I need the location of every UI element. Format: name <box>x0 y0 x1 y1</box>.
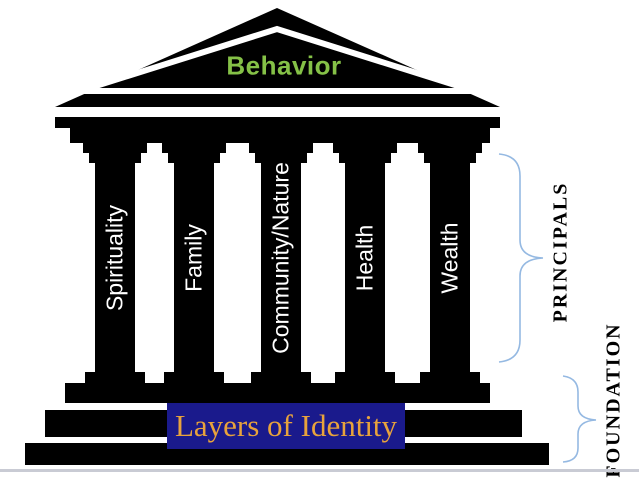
pediment-outer-triangle <box>55 8 500 107</box>
pillar-capital <box>424 152 476 163</box>
pillar-capital <box>418 143 482 153</box>
pillar-capital <box>168 152 220 163</box>
pillar-capital <box>83 143 147 153</box>
pillar-shaft <box>345 162 385 372</box>
pediment-roof <box>55 8 500 107</box>
pillar-capital <box>249 143 313 153</box>
pillar-base <box>164 372 224 383</box>
layers-of-identity-box: Layers of Identity <box>167 403 405 449</box>
stylobate-step <box>65 383 490 403</box>
pillar-capital <box>89 152 141 163</box>
pillar-capital <box>162 143 226 153</box>
layers-of-identity-label: Layers of Identity <box>174 408 398 443</box>
bottom-step <box>25 443 549 465</box>
pillar-shaft <box>95 162 135 372</box>
frieze-bar <box>70 128 490 143</box>
pillar-capital <box>333 143 397 153</box>
bottom-divider-line <box>0 469 639 472</box>
pillar-base <box>420 372 480 383</box>
principals-brace <box>498 153 544 363</box>
pillar-capital <box>339 152 391 163</box>
pillar-shaft <box>261 162 301 372</box>
pillar-base <box>85 372 145 383</box>
pillar-shaft <box>430 162 470 372</box>
architrave-bar <box>55 117 500 128</box>
pillar-shaft <box>174 162 214 372</box>
pillar-base <box>335 372 395 383</box>
foundation-brace <box>562 375 597 463</box>
pediment-label: Behavior <box>226 50 342 81</box>
pillar-capital <box>255 152 307 163</box>
pillar-base <box>251 372 311 383</box>
pediment-inner-outline <box>79 25 475 94</box>
